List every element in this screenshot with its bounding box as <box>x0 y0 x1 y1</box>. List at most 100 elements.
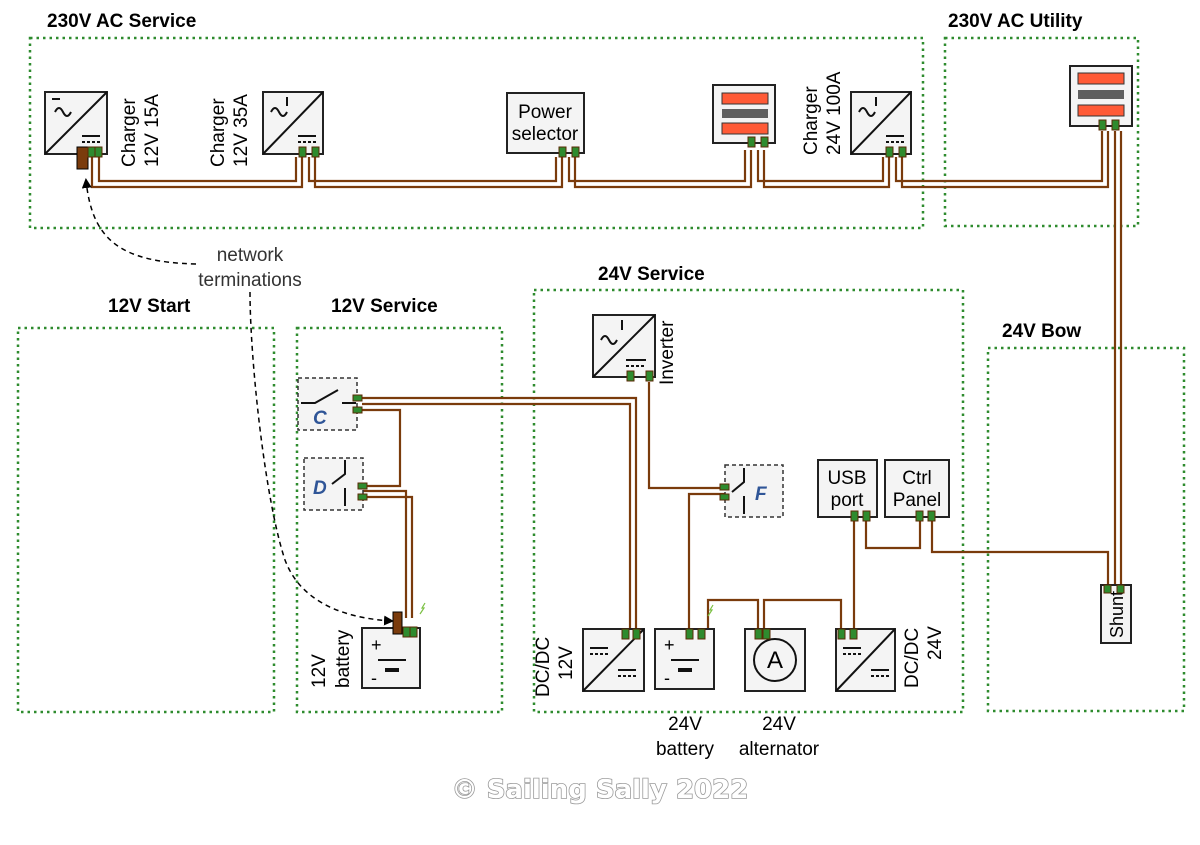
network-terminations-annotation: network terminations <box>81 178 394 626</box>
alternator-24v-label-2: alternator <box>739 739 820 760</box>
charger-12v-35a[interactable]: Charger 12V 35A <box>208 91 324 167</box>
port-icon <box>1098 119 1107 131</box>
port-icon <box>626 370 635 382</box>
zone-title-24v-bow: 24V Bow <box>1002 321 1081 342</box>
breaker-panel-icon <box>712 84 776 144</box>
switch-icon <box>331 460 346 506</box>
charger-24v-100a-label-2: 24V 100A <box>824 71 845 155</box>
port-icon <box>352 406 363 414</box>
port-icon <box>402 626 411 638</box>
annotation-line-2: terminations <box>198 270 302 291</box>
ammeter-icon: A <box>744 628 806 692</box>
ctrl-panel[interactable]: Ctrl Panel <box>884 459 950 522</box>
port-icon <box>747 136 756 148</box>
charger-12v-15a-label-2: 12V 15A <box>142 94 163 167</box>
battery-24v-label-2: battery <box>656 739 715 760</box>
switch-d[interactable]: D <box>303 457 368 511</box>
breaker-panel-icon <box>1069 65 1133 127</box>
port-icon <box>760 136 769 148</box>
ac-dc-converter-icon <box>44 91 108 155</box>
zone-title-ac-utility: 230V AC Utility <box>948 11 1083 32</box>
annotation-line-1: network <box>217 245 284 266</box>
port-icon <box>719 493 730 501</box>
charger-24v-100a[interactable]: Charger 24V 100A <box>801 71 912 158</box>
usb-port-label-1: USB <box>827 468 866 489</box>
port-icon <box>409 626 418 638</box>
ammeter-symbol: A <box>767 647 783 674</box>
shunt-label: Shunt <box>1107 591 1127 638</box>
port-icon <box>915 510 924 522</box>
shunt[interactable]: Shunt <box>1100 584 1132 644</box>
port-icon <box>849 628 858 640</box>
battery-24v[interactable]: + - 24V battery <box>654 604 715 760</box>
port-icon <box>850 510 859 522</box>
battery-icon: + - <box>654 628 715 690</box>
dc-dc-converter-icon <box>835 628 896 692</box>
dcdc-12v[interactable]: DC/DC 12V <box>533 628 645 697</box>
port-icon <box>762 628 771 640</box>
usb-port[interactable]: USB port <box>817 459 878 522</box>
inverter-label: Inverter <box>657 320 678 385</box>
port-icon <box>1103 584 1112 594</box>
breaker-panel-ac-utility[interactable] <box>1069 65 1133 131</box>
alternator-24v-label-1: 24V <box>762 714 796 735</box>
power-selector-label-2: selector <box>512 124 579 145</box>
switch-f-label: F <box>755 484 768 505</box>
charger-12v-15a[interactable]: Charger 12V 15A <box>44 91 163 170</box>
alternator-24v[interactable]: A 24V alternator <box>739 628 820 760</box>
port-icon <box>632 628 641 640</box>
battery-12v-label-2: battery <box>333 629 354 688</box>
zone-title-12v-service: 12V Service <box>331 296 438 317</box>
zone-12v-service: 12V Service <box>295 296 504 714</box>
port-icon <box>352 394 363 402</box>
usb-port-label-2: port <box>831 490 864 511</box>
port-icon <box>1116 584 1125 594</box>
inverter[interactable]: Inverter <box>592 314 678 385</box>
zone-title-ac-service: 230V AC Service <box>47 11 196 32</box>
switch-c[interactable]: C <box>297 377 363 431</box>
port-icon <box>357 493 368 501</box>
breaker-panel-ac-service[interactable] <box>712 84 776 148</box>
port-icon <box>862 510 871 522</box>
switch-f[interactable]: F <box>719 464 784 518</box>
port-icon <box>645 370 654 382</box>
ac-dc-converter-icon <box>262 91 324 155</box>
port-icon <box>558 146 567 158</box>
switch-icon <box>301 389 356 404</box>
zone-title-24v-service: 24V Service <box>598 264 705 285</box>
battery-icon: + - <box>361 627 421 689</box>
battery-12v[interactable]: + - 12V battery <box>309 602 426 689</box>
zone-24v-bow: 24V Bow <box>986 321 1186 713</box>
charger-12v-15a-label-1: Charger <box>119 98 140 167</box>
battery-minus-label: - <box>371 668 377 688</box>
zone-12v-start: 12V Start <box>16 296 276 714</box>
port-icon <box>927 510 936 522</box>
dcdc-24v[interactable]: DC/DC 24V <box>835 626 946 692</box>
battery-minus-label: - <box>664 668 670 688</box>
termination-block-icon <box>76 146 89 170</box>
port-icon <box>697 628 706 640</box>
port-icon <box>298 146 307 158</box>
dcdc-24v-label-1: DC/DC <box>902 628 923 688</box>
port-icon <box>357 482 368 490</box>
port-icon <box>1111 119 1120 131</box>
port-icon <box>685 628 694 640</box>
charger-12v-35a-label-1: Charger <box>208 98 229 167</box>
zone-ac-service: 230V AC Service <box>28 11 925 230</box>
power-selector-label-1: Power <box>518 102 573 123</box>
ac-dc-converter-icon <box>850 91 912 155</box>
port-icon <box>621 628 630 640</box>
port-icon <box>87 146 96 158</box>
port-icon <box>94 146 103 158</box>
power-selector[interactable]: Power selector <box>506 92 585 158</box>
zone-title-12v-start: 12V Start <box>108 296 191 317</box>
battery-plus-label: + <box>664 635 675 655</box>
port-icon <box>719 483 730 491</box>
termination-block-icon <box>392 611 403 635</box>
zone-24v-service: 24V Service <box>532 264 965 714</box>
dcdc-12v-label-2: 12V <box>556 646 577 680</box>
port-icon <box>898 146 907 158</box>
dc-ac-converter-icon <box>592 314 656 378</box>
ctrl-panel-label-1: Ctrl <box>902 468 932 489</box>
